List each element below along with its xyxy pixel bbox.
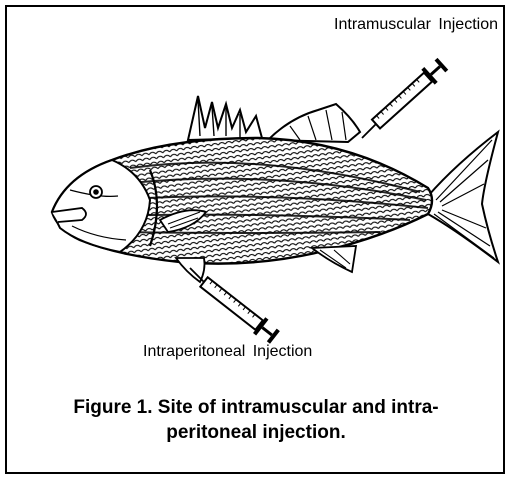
figure-caption: Figure 1. Site of intramuscular and intr… [0, 395, 512, 445]
caption-line-1: Figure 1. Site of intramuscular and intr… [0, 395, 512, 420]
intraperitoneal-syringe [190, 268, 281, 345]
caudal-fin [428, 132, 498, 262]
dorsal-fin [188, 96, 360, 142]
intraperitoneal-label: Intraperitoneal Injection [143, 343, 312, 361]
caption-line-2: peritoneal injection. [0, 420, 512, 445]
intramuscular-label: Intramuscular Injection [334, 16, 498, 34]
intramuscular-syringe [362, 56, 450, 138]
fish-body [52, 138, 432, 264]
